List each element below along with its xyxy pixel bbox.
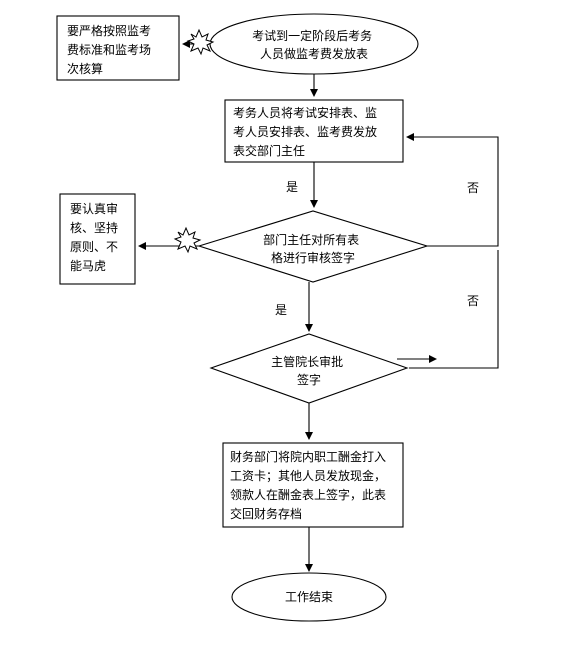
note-calculation-box: 要严格按照监考 费标准和监考场 次核算 — [56, 15, 180, 81]
loop-dean-reject — [397, 250, 499, 369]
note-calculation-text: 要严格按照监考 费标准和监考场 次核算 — [67, 23, 155, 76]
lightning-icon — [173, 226, 202, 254]
step-submit-box: 考务人员将考试安排表、监 考人员安排表、监考费发放 表交部门主任 — [224, 99, 404, 163]
loop-dept-reject — [406, 133, 499, 247]
label-no-2: 否 — [467, 294, 479, 308]
decision-dean-text: 主管院长审批 签字 — [271, 354, 347, 387]
step-finance-box: 财务部门将院内职工酬金打入 工资卡；其他人员发放现金， 领款人在酬金表上签字，此… — [222, 442, 404, 528]
label-no-1: 否 — [467, 181, 479, 195]
decision-dept-head: 部门主任对所有表 格进行审核签字 — [197, 210, 429, 283]
step-submit-text: 考务人员将考试安排表、监 考人员安排表、监考费发放 表交部门主任 — [233, 105, 381, 158]
end-node-text: 工作结束 — [285, 590, 333, 604]
decision-dept-text: 部门主任对所有表 格进行审核签字 — [263, 232, 363, 265]
label-yes-2: 是 — [275, 303, 287, 317]
label-yes-1: 是 — [286, 180, 298, 194]
lightning-icon — [186, 28, 215, 56]
start-node: 考试到一定阶段后考务 人员做监考费发放表 — [209, 13, 419, 75]
end-node: 工作结束 — [231, 572, 387, 622]
note-review-box: 要认真审 核、坚持 原则、不 能马虎 — [59, 193, 136, 285]
note-review-text: 要认真审 核、坚持 原则、不 能马虎 — [70, 201, 122, 273]
decision-dean: 主管院长审批 签字 — [209, 333, 409, 404]
connector-dept-to-note — [138, 226, 202, 254]
connector-start-to-note — [182, 28, 215, 56]
start-node-text: 考试到一定阶段后考务 人员做监考费发放表 — [252, 28, 376, 61]
step-finance-text: 财务部门将院内职工酬金打入 工资卡；其他人员发放现金， 领款人在酬金表上签字，此… — [230, 449, 390, 521]
